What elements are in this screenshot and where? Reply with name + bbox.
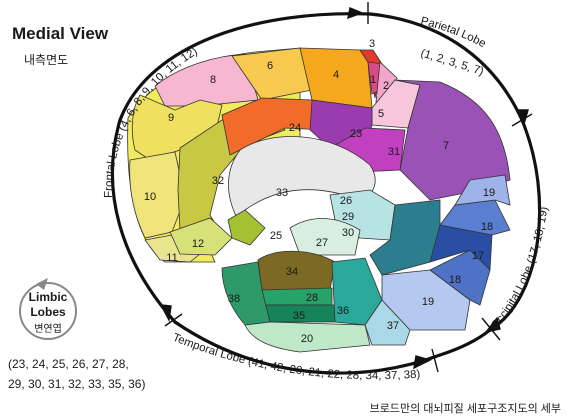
arc-occipital [488, 118, 542, 332]
area-label: 33 [276, 187, 288, 199]
area-label: 11 [166, 252, 177, 264]
area-label: 36 [337, 305, 349, 317]
limbic-korean: 변연엽 [34, 323, 62, 335]
area-label: 32 [212, 175, 224, 187]
arc-parietal [368, 12, 524, 122]
arrow-head-icon [159, 304, 172, 323]
area-label: 29 [342, 211, 354, 223]
tick-mark [511, 113, 533, 127]
area-label: 18 [481, 221, 493, 233]
limbic-title-line2: Lobes [30, 305, 66, 319]
region-27 [289, 218, 361, 256]
region-25 [227, 209, 266, 246]
page-title: Medial View [12, 24, 109, 43]
area-label: 8 [210, 74, 216, 86]
area-label: 19 [422, 296, 434, 308]
region-20 [244, 321, 371, 353]
region-38 [221, 261, 271, 326]
area-label: 17 [472, 250, 484, 262]
arc-frontal [110, 12, 372, 324]
area-label: 30 [342, 227, 354, 239]
limbic-title-line1: Limbic [29, 290, 68, 304]
region-18-lower [429, 249, 491, 306]
area-label: 10 [144, 191, 156, 203]
region-37 [364, 299, 411, 346]
region-7 [394, 79, 511, 201]
region-12 [169, 217, 233, 256]
area-label: 4 [333, 69, 339, 81]
arc-markers [159, 2, 533, 373]
arrow-head-icon [347, 7, 364, 20]
region-24 [221, 97, 326, 156]
parietal-lobe-label: Parietal Lobe [419, 15, 487, 50]
area-label: 6 [267, 60, 273, 72]
brain-regions [127, 47, 511, 353]
area-label: 27 [316, 237, 328, 249]
page-subtitle: 내측면도 [24, 53, 68, 67]
area-label: 19 [483, 187, 495, 199]
area-label: 28 [306, 292, 318, 304]
area-label: 25 [270, 230, 282, 242]
arrow-head-icon [413, 355, 432, 370]
arc-temporal [173, 320, 492, 375]
region-10 [129, 151, 186, 239]
area-label: 1 [370, 74, 376, 86]
area-label: 31 [388, 146, 400, 158]
region-19-upper [454, 174, 511, 206]
limbic-areas-line2: 29, 30, 31, 32, 33, 35, 36) [8, 377, 145, 391]
lobe-arcs [110, 12, 542, 375]
footer-caption: 브로드만의 대뇌피질 세포구조지도의 세부 [370, 402, 561, 415]
limbic-arrow-icon [36, 278, 48, 290]
area-label: 26 [340, 195, 352, 207]
region-8 [154, 53, 259, 107]
limbic-circle-icon [19, 282, 77, 340]
limbic-areas-line1: (23, 24, 25, 26, 27, 28, [8, 357, 129, 371]
area-labels: 1 2 3 4 5 6 7 8 9 10 11 12 17 18 19 20 2… [144, 38, 495, 345]
area-label: 34 [286, 266, 298, 278]
area-label: 35 [293, 310, 305, 322]
area-label: 20 [301, 333, 313, 345]
limbic-legend: Limbic Lobes 변연엽 (23, 24, 25, 26, 27, 28… [8, 278, 145, 391]
area-label: 12 [192, 238, 204, 250]
region-limbic-band [369, 199, 441, 276]
area-label: 2 [383, 80, 389, 92]
region-9 [131, 94, 223, 161]
area-label: 23 [350, 128, 362, 140]
area-label: 9 [168, 112, 174, 124]
area-label: 37 [387, 320, 399, 332]
area-label: 38 [228, 293, 240, 305]
region-4 [299, 47, 373, 109]
area-label: 5 [378, 108, 384, 120]
region-11 [144, 234, 206, 263]
area-label: 24 [289, 122, 301, 134]
area-label: 3 [369, 38, 375, 50]
area-label: 7 [443, 140, 449, 152]
tick-mark [431, 348, 439, 373]
tick-mark [164, 313, 183, 327]
tick-mark [481, 317, 501, 341]
area-label: 18 [449, 274, 461, 286]
parietal-areas-label: (1, 2, 3, 5, 7) [419, 47, 485, 78]
region-28 [261, 287, 333, 306]
